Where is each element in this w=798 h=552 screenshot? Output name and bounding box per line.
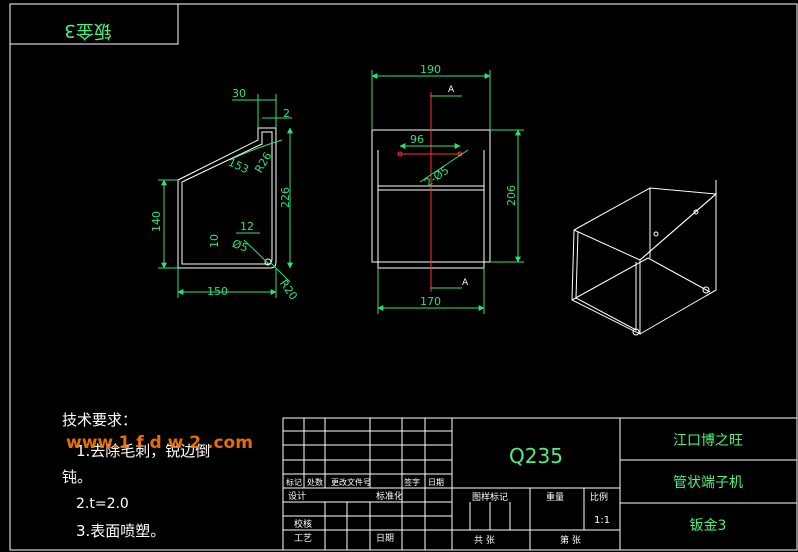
section-label-bottom: A [462,278,469,288]
note-1: 1.去除毛刺，锐边倒 [76,442,210,460]
sign-date: 日期 [376,533,394,544]
part-name: 钣金3 [690,518,727,534]
scale-value: 1:1 [594,515,610,526]
side-hole [264,258,272,266]
dim-150: 150 [207,285,228,298]
front-view-dimensions [371,70,524,314]
rev-header-mark: 标记 [286,477,302,487]
dim-hole-dia: Ø5 [231,237,250,255]
dim-96: 96 [410,133,424,146]
sign-design: 设计 [288,490,306,502]
product-name: 管状端子机 [673,475,743,491]
dim-170: 170 [420,295,441,308]
sign-standard: 标准化 [376,490,403,502]
watermark: www.1 f d w 2 .com [66,433,253,453]
dim-r26: R26 [252,150,274,175]
side-view [177,127,277,269]
sheet-number: 第 张 [560,534,581,546]
isometric-view [571,180,718,336]
drawing-border [9,3,798,551]
iso-hole-2 [693,209,699,215]
iso-corner-2 [632,328,640,336]
sign-process: 工艺 [294,533,312,544]
label-drawing-mark: 图样标记 [472,491,508,503]
section-label-top: A [448,85,455,95]
notes-heading: 技术要求： [62,411,137,429]
rev-header-sign: 签字 [404,477,420,487]
dim-12: 12 [240,220,254,233]
note-1b: 钝。 [62,468,92,486]
side-view-dimensions [158,94,293,298]
tech-notes: 技术要求： 1.去除毛刺，锐边倒 钝。 2.t=2.0 3.表面喷塑。 [62,411,210,540]
dim-153: 153 [226,156,251,177]
dim-10: 10 [208,234,221,248]
rev-header-count: 处数 [307,477,323,487]
title-block [282,417,798,551]
side-profile-outline [177,127,277,269]
dim-226: 226 [279,187,292,208]
iso-hole-1 [653,231,659,237]
title-block-text: Q235 江口博之旺 管状端子机 钣金3 标记 处数 更改文件号 签字 日期 设… [286,432,743,546]
rev-header-date: 日期 [428,478,444,487]
note-3: 3.表面喷塑。 [76,522,165,540]
material: Q235 [509,444,563,468]
sheets-total: 共 张 [474,535,495,546]
label-weight: 重量 [546,491,564,503]
note-2: 2.t=2.0 [76,496,129,512]
title-box-text: 钣金3 [64,20,111,41]
dim-2: 2 [283,107,290,120]
rev-header-file: 更改文件号 [331,477,371,487]
label-scale: 比例 [590,491,608,503]
dim-140: 140 [150,211,163,232]
dim-206: 206 [505,185,518,206]
dim-30: 30 [232,87,246,100]
side-profile-inner [181,131,273,265]
dim-190: 190 [420,63,441,76]
title-box-topleft: 钣金3 [9,3,179,45]
iso-corner [702,286,710,294]
company-name: 江口博之旺 [673,432,743,449]
dim-r20: R20 [277,277,300,302]
sign-check: 校核 [294,518,312,530]
